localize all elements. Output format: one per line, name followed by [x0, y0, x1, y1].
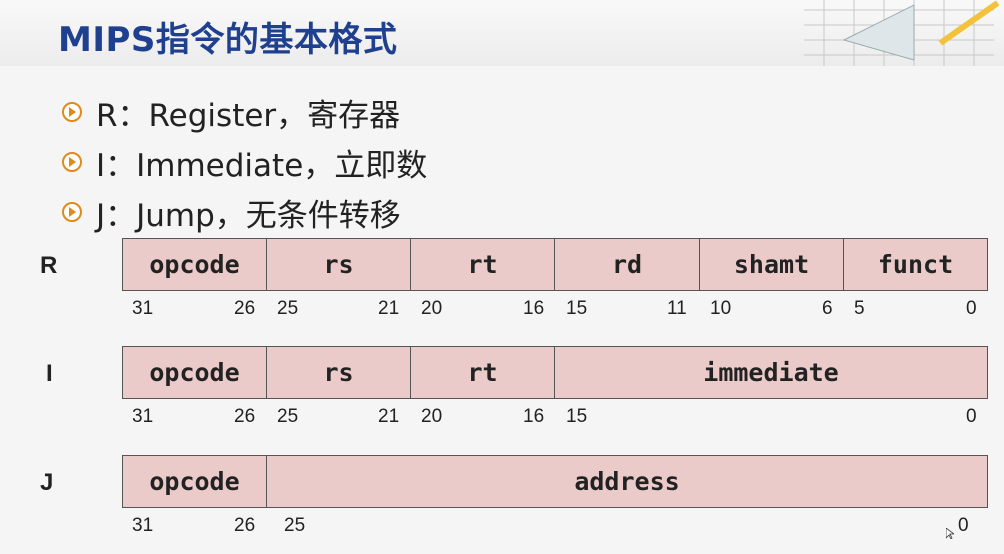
- play-bullet-icon: [62, 152, 82, 172]
- field-rt: rt: [411, 239, 555, 290]
- field-funct: funct: [877, 250, 954, 279]
- field-rs: rs: [267, 239, 411, 290]
- field-opcode: opcode: [123, 456, 267, 507]
- mouse-pointer-icon: [946, 528, 954, 539]
- bit-label: 0: [958, 515, 969, 536]
- format-label: R: [40, 252, 58, 279]
- play-bullet-icon: [62, 102, 82, 122]
- bit-positions: 31 26 25 0: [0, 515, 1004, 539]
- field-opcode: opcode: [123, 239, 267, 290]
- format-label: I: [46, 360, 53, 387]
- bit-label: 21: [378, 406, 400, 427]
- field-rs: rs: [267, 347, 411, 398]
- instruction-fields: opcode rs rt immediate: [122, 346, 988, 399]
- bit-label: 5: [854, 298, 865, 319]
- slide-header: MIPS指令的基本格式: [0, 0, 1004, 66]
- bit-label: 31: [132, 515, 154, 536]
- bit-label: 10: [710, 298, 732, 319]
- bit-label: 26: [234, 406, 256, 427]
- bit-label: 31: [132, 298, 154, 319]
- instruction-fields: opcode address: [122, 455, 988, 508]
- slide-title: MIPS指令的基本格式: [58, 20, 398, 60]
- bit-label: 0: [966, 406, 977, 427]
- bit-positions: 31 26 25 21 20 16 15 11 10 6 5 0: [0, 298, 1004, 322]
- bit-label: 16: [523, 298, 545, 319]
- instruction-fields: opcode rs rt rd shamt funct: [122, 238, 988, 291]
- field-immediate: immediate: [703, 358, 839, 387]
- bit-label: 26: [234, 515, 256, 536]
- bit-label: 25: [277, 406, 299, 427]
- bit-label: 0: [966, 298, 977, 319]
- play-bullet-icon: [62, 202, 82, 222]
- bit-label: 25: [284, 515, 306, 536]
- field-opcode: opcode: [123, 347, 267, 398]
- bit-positions: 31 26 25 21 20 16 15 0: [0, 406, 1004, 430]
- bit-label: 6: [822, 298, 833, 319]
- bit-label: 20: [421, 298, 443, 319]
- bullet-text: R：Register，寄存器: [96, 98, 401, 134]
- bullet-text: J：Jump，无条件转移: [96, 198, 401, 234]
- field-address: address: [574, 467, 680, 496]
- bit-label: 26: [234, 298, 256, 319]
- bit-label: 16: [523, 406, 545, 427]
- format-label: J: [40, 469, 54, 496]
- bit-label: 20: [421, 406, 443, 427]
- bit-label: 21: [378, 298, 400, 319]
- field-rd: rd: [555, 239, 700, 290]
- bit-label: 15: [566, 298, 588, 319]
- bit-label: 31: [132, 406, 154, 427]
- field-shamt: shamt: [700, 239, 844, 290]
- bit-label: 11: [667, 298, 687, 319]
- field-rt: rt: [411, 347, 555, 398]
- bit-label: 15: [566, 406, 588, 427]
- bullet-text: I：Immediate，立即数: [96, 148, 428, 184]
- drafting-tools-decoration: [804, 0, 1000, 66]
- bit-label: 25: [277, 298, 299, 319]
